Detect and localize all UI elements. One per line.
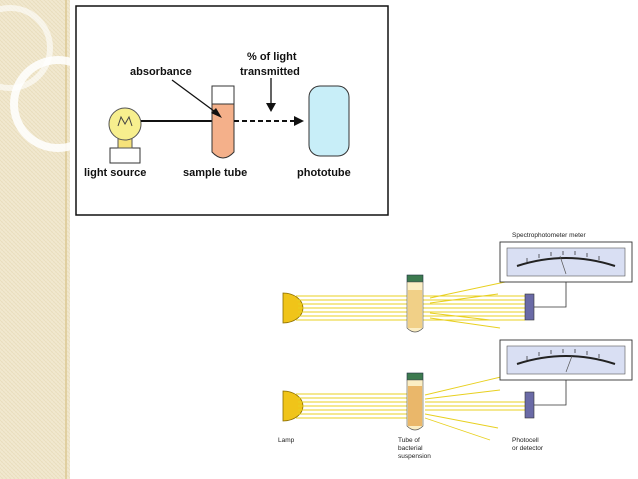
detector-icon-upper	[524, 293, 535, 321]
label-percent-light: % of light	[247, 51, 297, 63]
phototube-icon	[308, 85, 350, 157]
detector-icon-lower	[524, 391, 535, 419]
label-tube-line1: Tube of	[398, 437, 420, 444]
transmitted-pointer-arrowhead	[266, 103, 276, 112]
lamp-icon-upper	[282, 292, 304, 324]
bottom-diagram: Spectrophotometer meter	[278, 232, 633, 460]
spectrophotometer-upper: Spectrophotometer meter	[282, 232, 633, 333]
label-spectrophotometer-meter: Spectrophotometer meter	[512, 232, 587, 239]
label-tube-line3: suspension	[398, 453, 431, 460]
label-phototube: phototube	[297, 167, 351, 179]
absorbance-pointer	[171, 79, 219, 115]
light-bulb-icon	[108, 107, 142, 164]
meter-upper	[499, 241, 633, 283]
transmitted-arrowhead	[294, 116, 304, 126]
tube-icon-lower	[406, 372, 424, 431]
sample-tube-icon	[211, 85, 235, 159]
lamp-icon-lower	[282, 390, 304, 422]
tube-icon-upper	[406, 274, 424, 333]
meter-lower	[499, 339, 633, 381]
label-detector-line1: Photocell	[512, 437, 539, 444]
wire-upper	[534, 282, 567, 308]
label-light-source: light source	[84, 167, 146, 179]
light-rays-lower	[296, 375, 525, 441]
absorbance-arrowhead	[211, 108, 222, 118]
label-detector-line2: or detector	[512, 445, 544, 452]
label-tube-line2: bacterial	[398, 445, 423, 452]
label-absorbance: absorbance	[130, 66, 192, 78]
top-diagram: absorbance % of light transmitted light …	[75, 5, 389, 216]
wire-lower	[534, 380, 567, 406]
label-sample-tube: sample tube	[183, 167, 247, 179]
label-lamp: Lamp	[278, 437, 295, 444]
label-transmitted: transmitted	[240, 66, 300, 78]
spectrophotometer-lower	[282, 339, 633, 441]
